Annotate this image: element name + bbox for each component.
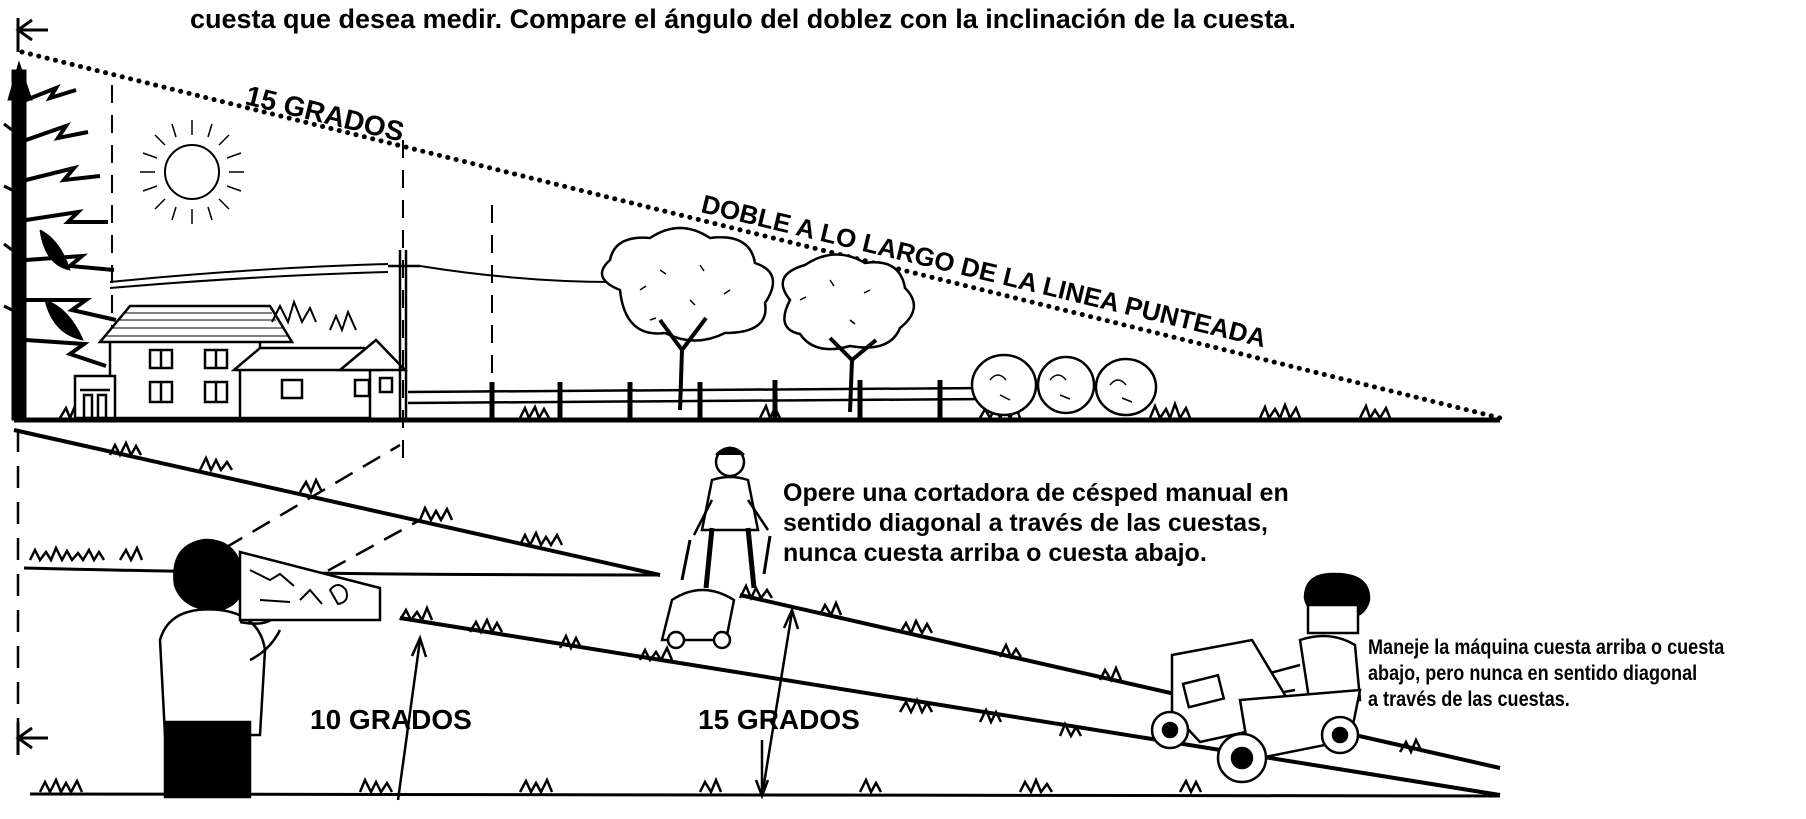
riding-mower-note-line: abajo, pero nunca en sentido diagonal [1368,662,1698,685]
evergreen-tree-icon [3,60,117,421]
push-mower-note-line: sentido diagonal a través de las cuestas… [783,509,1268,537]
push-mower-note: Opere una cortadora de césped manual en … [783,478,1343,568]
angle-pointer-arrows [396,606,800,801]
person-measuring-icon [158,538,382,799]
instruction-text: cuesta que desea medir. Compare el ángul… [190,4,1296,34]
push-mower-operator-icon [660,446,772,650]
deciduous-tree-icon [600,226,775,411]
sun-icon [140,120,244,224]
riding-mower-note-line: Maneje la máquina cuesta arriba o cuesta [1368,636,1725,659]
fold-line-label: DOBLE A LO LARGO DE LA LINEA PUNTEADA [699,189,1270,354]
slope-ground-lines [13,428,1501,798]
riding-mower-operator-icon [1150,572,1371,784]
push-mower-note-line: nunca cuesta arriba o cuesta abajo. [783,539,1207,567]
sight-dashed-lines [224,443,421,588]
angle-15-label: 15 GRADOS [698,704,860,735]
angle-10-label: 10 GRADOS [310,704,472,735]
round-bushes [970,353,1158,417]
rail-fence-icon [407,380,991,418]
edge-marker-bottom [15,722,48,755]
deciduous-tree-icon-2 [781,253,915,413]
vertical-dashed-guides [111,85,493,470]
riding-mower-note: Maneje la máquina cuesta arriba o cuesta… [1368,635,1743,713]
push-mower-note-line: Opere una cortadora de césped manual en [783,479,1289,507]
top-angle-label: 15 GRADOS [243,80,408,148]
farmhouse-icon [73,304,408,420]
background-shrubs [271,298,357,333]
utility-pole-icon [109,250,616,418]
riding-mower-note-line: a través de las cuestas. [1368,688,1570,711]
edge-marker-top [15,18,48,52]
